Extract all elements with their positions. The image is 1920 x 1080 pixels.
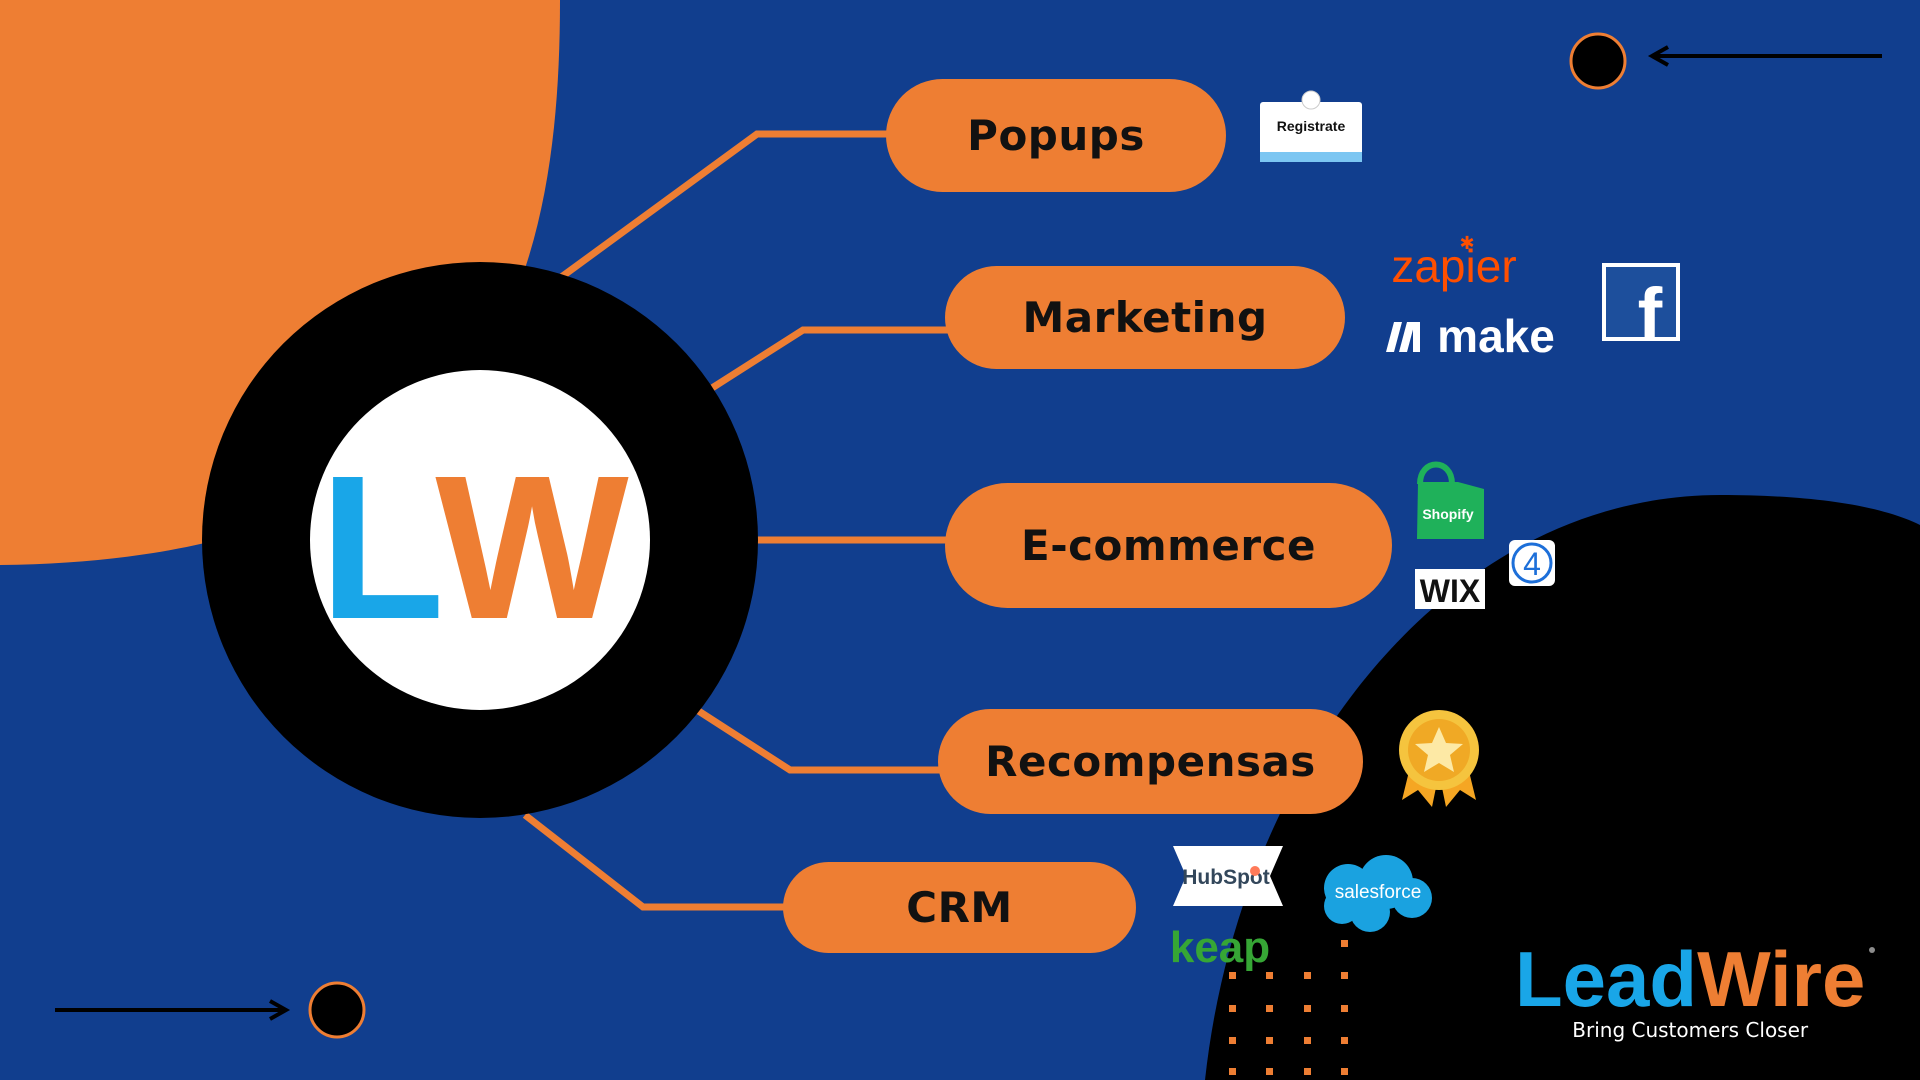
keap-logo: keap bbox=[1170, 923, 1270, 972]
facebook-letter: f bbox=[1638, 273, 1663, 356]
zapier-logo: zapier ✱ bbox=[1391, 233, 1516, 292]
registered-dot bbox=[1869, 947, 1875, 953]
connector-popups bbox=[557, 130, 890, 281]
node-marketing[interactable]: Marketing bbox=[945, 266, 1345, 369]
top-right-arrow-decoration bbox=[1569, 32, 1882, 90]
leadwire-brand-logo: LeadWire Bring Customers Closer bbox=[1515, 940, 1865, 1042]
four-label: 4 bbox=[1523, 546, 1541, 582]
node-ecommerce[interactable]: E-commerce bbox=[945, 483, 1392, 608]
leadwire-wordmark: LeadWire bbox=[1515, 940, 1865, 1018]
logo-letter-l: L bbox=[319, 433, 444, 662]
make-logo: make bbox=[1386, 310, 1555, 362]
brand-wire: Wire bbox=[1697, 935, 1866, 1023]
hubspot-label: HubSpot bbox=[1182, 866, 1269, 889]
node-recompensas[interactable]: Recompensas bbox=[938, 709, 1363, 814]
dot-grid-bottom bbox=[1229, 940, 1348, 1075]
salesforce-logo: salesforce bbox=[1324, 855, 1432, 932]
wix-logo: WIX bbox=[1415, 569, 1485, 609]
black-blob-shape bbox=[1205, 495, 1920, 1080]
salesforce-label: salesforce bbox=[1335, 882, 1422, 903]
dot-grid-top-left bbox=[290, 22, 407, 127]
wix-label: WIX bbox=[1420, 573, 1481, 609]
number-four-icon: 4 bbox=[1509, 540, 1555, 586]
award-badge-icon bbox=[1399, 710, 1479, 807]
connector-crm bbox=[522, 812, 785, 911]
connector-recompensas bbox=[695, 707, 942, 774]
zapier-label: zapier bbox=[1391, 240, 1516, 292]
node-crm[interactable]: CRM bbox=[783, 862, 1136, 953]
logo-letter-w: W bbox=[435, 433, 629, 662]
center-logo: L W bbox=[202, 262, 758, 818]
connector-marketing bbox=[710, 326, 948, 391]
bottom-left-arrow-decoration bbox=[55, 981, 366, 1039]
connector-lines bbox=[522, 130, 948, 911]
shopify-label: Shopify bbox=[1422, 506, 1474, 522]
hubspot-logo: HubSpot bbox=[1173, 846, 1283, 906]
popup-form-icon: Registrate bbox=[1260, 90, 1362, 162]
brand-lead: Lead bbox=[1515, 935, 1698, 1023]
facebook-icon: f bbox=[1602, 263, 1680, 356]
shopify-icon: Shopify bbox=[1417, 461, 1484, 539]
node-popups[interactable]: Popups bbox=[886, 79, 1226, 192]
svg-text:✱: ✱ bbox=[1459, 233, 1474, 254]
make-label: make bbox=[1437, 310, 1555, 362]
popup-card-label: Registrate bbox=[1277, 118, 1346, 134]
keap-label: keap bbox=[1170, 923, 1270, 972]
brand-tagline: Bring Customers Closer bbox=[1572, 1018, 1809, 1042]
